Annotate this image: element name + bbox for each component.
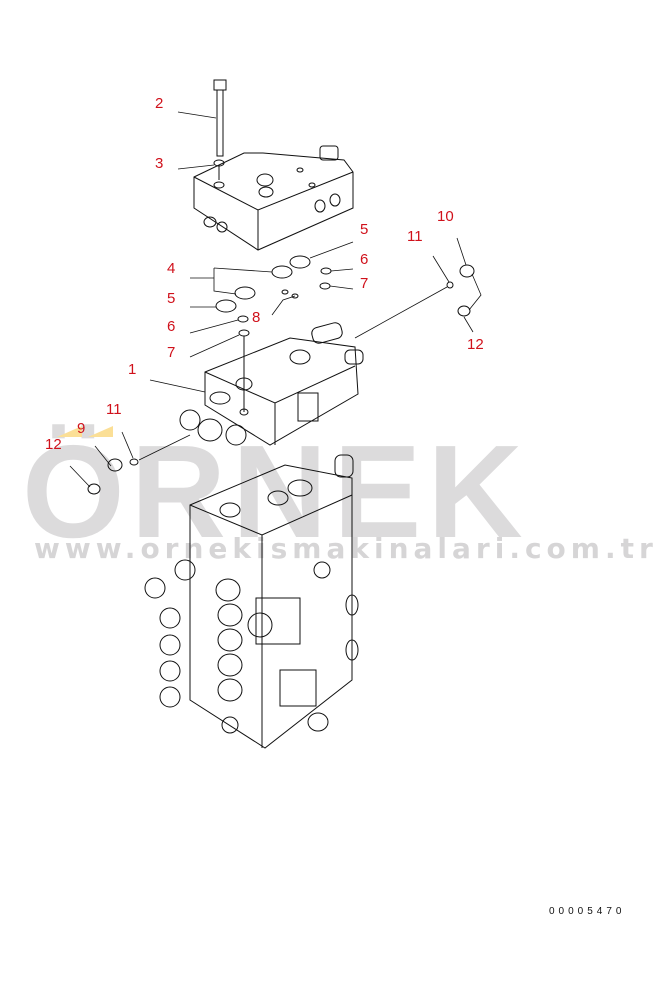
callout-4: 4: [167, 260, 176, 277]
callout-12a: 12: [467, 336, 484, 353]
callout-11a: 11: [407, 228, 423, 245]
leader-lines: [69, 111, 482, 488]
bolt-icon: [213, 79, 227, 157]
callout-6b: 6: [167, 318, 176, 335]
callout-6a: 6: [360, 251, 369, 268]
callout-1: 1: [128, 361, 137, 378]
main-valve-body-icon: [144, 454, 359, 749]
watermark-brand: ÖRNEK: [22, 418, 529, 565]
callout-10: 10: [437, 208, 454, 225]
middle-valve-section-icon: [179, 322, 364, 446]
callout-7b: 7: [167, 344, 176, 361]
callout-2: 2: [155, 95, 164, 112]
callout-7a: 7: [360, 275, 369, 292]
callout-8: 8: [252, 309, 261, 326]
callout-5b: 5: [167, 290, 176, 307]
callout-3: 3: [155, 155, 164, 172]
watermark-url: www.ornekismakinalari.com.tr: [34, 532, 658, 565]
callout-9: 9: [77, 420, 86, 437]
callout-5a: 5: [360, 221, 369, 238]
callout-11b: 11: [106, 401, 122, 418]
upper-valve-section-icon: [193, 145, 354, 251]
drawing-id: 00005470: [549, 906, 626, 917]
callout-12b: 12: [45, 436, 62, 453]
